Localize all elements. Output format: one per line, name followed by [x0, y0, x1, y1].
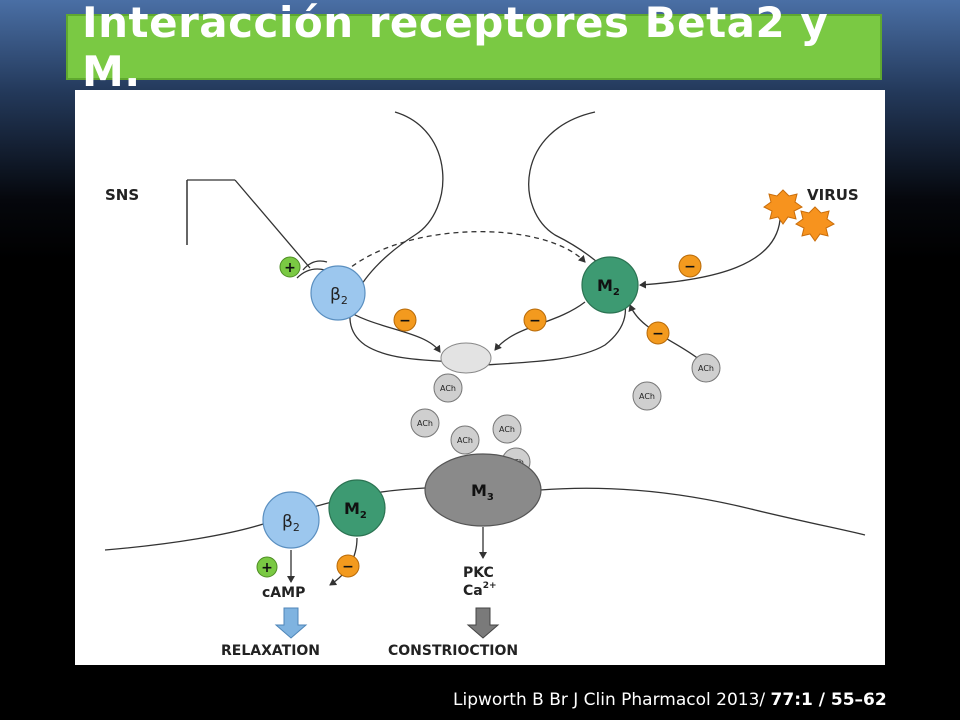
ach-release-vesicle [440, 342, 492, 374]
plus-symbol: + [284, 260, 296, 276]
beta2-to-vesicle-arrow [342, 307, 441, 353]
ach-molecule: ACh [691, 353, 721, 383]
svg-text:ACh: ACh [440, 384, 456, 393]
virus-icon [795, 206, 835, 242]
minus-symbol: − [529, 313, 541, 329]
svg-text:ACh: ACh [417, 419, 433, 428]
svg-text:β2: β2 [330, 285, 348, 307]
citation-volume-pages: 77:1 / 55–62 [770, 690, 887, 710]
m2-symbol: M [597, 276, 613, 295]
constriction-arrow [466, 607, 500, 639]
ach-molecule: ACh [450, 425, 480, 455]
svg-text:ACh: ACh [499, 425, 515, 434]
m3-receptor: M3 [424, 453, 542, 527]
plus-sign-sns: + [279, 256, 301, 278]
pkc-label: PKC [463, 565, 494, 581]
minus-sign-autoreceptor: − [646, 321, 670, 345]
slide-title: Interacción receptores Beta2 y M. [82, 0, 829, 96]
ca-label: Ca2+ [463, 581, 497, 599]
beta2-symbol: β [330, 285, 341, 305]
beta2-subscript: 2 [341, 294, 348, 307]
m2-receptor-top: M2 [581, 256, 639, 314]
beta2-receptor-top: β2 [310, 265, 366, 321]
minus-sign-camp: − [336, 554, 360, 578]
citation-prefix: Lipworth B Br J Clin Pharmacol 2013/ [453, 690, 771, 710]
sns-fiber [186, 179, 328, 279]
sns-label: SNS [105, 186, 139, 204]
svg-text:ACh: ACh [698, 364, 714, 373]
minus-sign-beta2: − [393, 308, 417, 332]
airway-receptor-diagram: SNS VIRUS β2 M2 + − − − − ACh ACh A [104, 111, 866, 659]
diagram-panel: SNS VIRUS β2 M2 + − − − − ACh ACh A [75, 90, 885, 665]
nerve-terminal-right-outline [484, 111, 626, 366]
svg-text:ACh: ACh [457, 436, 473, 445]
minus-symbol: − [652, 326, 664, 342]
svg-text:+: + [261, 560, 273, 576]
virus-to-m2-arrow [639, 219, 781, 289]
title-banner: Interacción receptores Beta2 y M. [66, 0, 882, 96]
svg-text:M2: M2 [597, 276, 620, 298]
plus-sign-camp: + [256, 556, 278, 578]
relaxation-arrow [274, 607, 308, 639]
virus-icon [763, 189, 803, 225]
beta2-m2-dashed-arc [337, 231, 586, 279]
minus-symbol: − [399, 313, 411, 329]
citation: Lipworth B Br J Clin Pharmacol 2013/ 77:… [453, 690, 887, 710]
camp-label: cAMP [262, 585, 305, 601]
svg-text:M2: M2 [344, 499, 367, 521]
m2-receptor-bottom: M2 [328, 479, 386, 537]
relaxation-label: RELAXATION [221, 643, 320, 659]
ach-molecule: ACh [433, 373, 463, 403]
m2-subscript: 2 [613, 287, 620, 298]
ach-molecule: ACh [492, 414, 522, 444]
ach-molecule: ACh [410, 408, 440, 438]
svg-text:ACh: ACh [639, 392, 655, 401]
minus-symbol: − [684, 259, 696, 275]
virus-label: VIRUS [807, 186, 859, 204]
beta2-receptor-bottom: β2 [262, 491, 320, 549]
svg-text:M3: M3 [471, 481, 494, 503]
minus-sign-virus: − [678, 254, 702, 278]
constriction-label: CONSTRIOCTION [388, 643, 518, 659]
svg-text:−: − [342, 559, 354, 575]
ach-molecule: ACh [632, 381, 662, 411]
svg-text:β2: β2 [282, 512, 300, 534]
minus-sign-m2: − [523, 308, 547, 332]
